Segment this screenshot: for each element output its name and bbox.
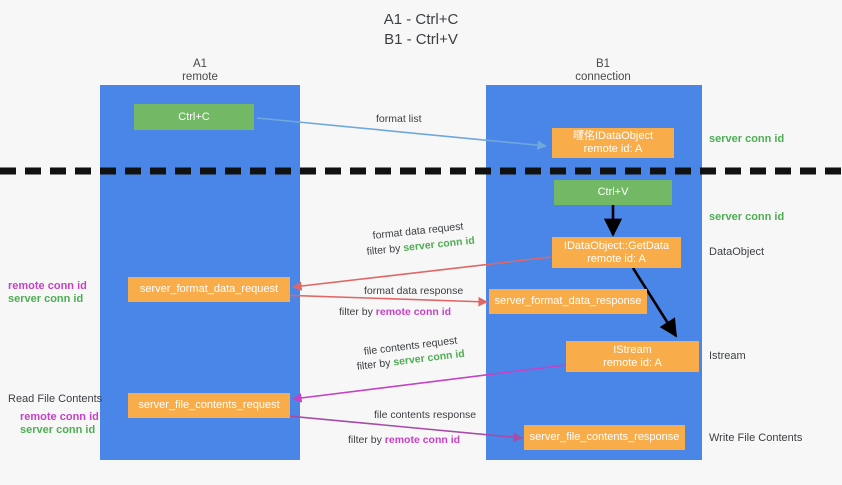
- annotation-server-conn-id-2: server conn id: [20, 424, 96, 436]
- annotation-server-conn-id-mid: server conn id: [709, 211, 785, 223]
- edge-label-file-contents-response: file contents response: [374, 409, 477, 421]
- box-idataobject[interactable]: 嚺佲IDataObject remote id: A: [552, 128, 674, 158]
- box-istream-line2: remote id: A: [603, 356, 662, 369]
- annotation-istream: Istream: [709, 350, 746, 362]
- lane-header-b1: B1 connection: [543, 58, 663, 84]
- filter-value-remote-conn-id: remote conn id: [384, 434, 461, 446]
- box-server-file-contents-response-label: server_file_contents_response: [529, 431, 680, 443]
- filter-prefix: filter by: [366, 242, 404, 258]
- lane-header-a1: A1 remote: [140, 58, 260, 84]
- box-ctrl-v[interactable]: Ctrl+V: [554, 180, 672, 205]
- lane-header-b1-name: B1: [595, 58, 611, 70]
- lane-header-b1-sub: connection: [575, 71, 631, 83]
- edge-label-format-list: format list: [376, 113, 422, 125]
- filter-value-remote-conn-id: remote conn id: [375, 306, 452, 318]
- box-ctrl-v-label: Ctrl+V: [597, 186, 629, 198]
- box-istream[interactable]: IStream remote id: A: [566, 341, 699, 372]
- annotation-dataobject: DataObject: [709, 246, 765, 258]
- annotation-remote-conn-id-1: remote conn id: [8, 280, 87, 292]
- box-ctrl-c-label: Ctrl+C: [178, 110, 210, 123]
- box-server-file-contents-response[interactable]: server_file_contents_response: [524, 425, 685, 450]
- annotation-write-file-contents: Write File Contents: [709, 432, 803, 444]
- box-idataobject-line2: remote id: A: [583, 143, 643, 155]
- lane-header-a1-sub: remote: [182, 71, 218, 83]
- box-server-format-data-request[interactable]: server_format_data_request: [128, 277, 290, 302]
- box-server-file-contents-request[interactable]: server_file_contents_request: [128, 393, 290, 418]
- box-idataobject-getdata[interactable]: IDataObject::GetData remote id: A: [552, 237, 681, 268]
- box-server-format-data-response[interactable]: server_format_data_response: [489, 289, 647, 314]
- box-server-file-contents-request-label: server_file_contents_request: [138, 399, 280, 411]
- box-server-format-data-request-label: server_format_data_request: [139, 283, 279, 295]
- edge-label-file-contents-response-filter: filter by remote conn id: [348, 433, 460, 447]
- page-title: A1 - Ctrl+C B1 - Ctrl+V: [0, 10, 842, 50]
- edge-label-format-data-response: format data response: [364, 285, 464, 297]
- box-server-format-data-response-label: server_format_data_response: [494, 295, 642, 307]
- box-ctrl-c[interactable]: Ctrl+C: [134, 104, 254, 130]
- box-getdata-line1: IDataObject::GetData: [563, 239, 670, 252]
- annotation-remote-conn-id-2: remote conn id: [20, 411, 99, 423]
- title-line-1: A1 - Ctrl+C: [383, 11, 459, 28]
- annotation-server-conn-id-1: server conn id: [8, 293, 84, 305]
- title-line-2: B1 - Ctrl+V: [384, 31, 458, 48]
- lane-header-a1-name: A1: [192, 58, 208, 70]
- box-getdata-line2: remote id: A: [587, 252, 646, 265]
- filter-prefix: filter by: [356, 356, 395, 373]
- edge-label-format-data-response-filter: filter by remote conn id: [339, 305, 451, 319]
- box-istream-line1: IStream: [613, 343, 652, 356]
- filter-prefix: filter by: [339, 306, 376, 318]
- box-idataobject-line1: 嚺佲IDataObject: [572, 130, 654, 142]
- annotation-server-conn-id-top: server conn id: [709, 133, 785, 145]
- annotation-read-file-contents: Read File Contents: [8, 393, 103, 405]
- filter-prefix: filter by: [348, 434, 385, 446]
